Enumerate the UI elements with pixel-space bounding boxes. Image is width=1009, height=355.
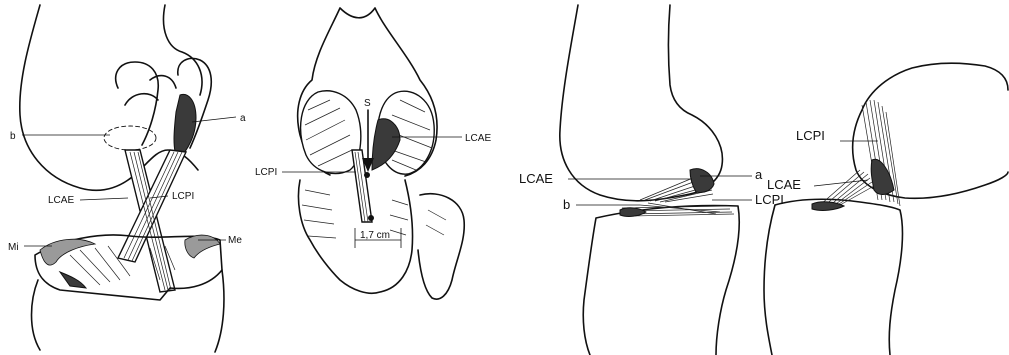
leader-lcae-medial (814, 180, 868, 186)
label-lcae-lateral: LCAE (519, 171, 553, 186)
label-b: b (10, 131, 16, 142)
point-upper (364, 172, 370, 178)
label-a-lateral: a (755, 167, 763, 182)
panel-4-knee-medial: LCPI LCAE (764, 63, 1008, 355)
label-lcpi-medial: LCPI (796, 128, 825, 143)
fibula-posterior (418, 194, 464, 299)
lcae-attachment-lateral (690, 169, 714, 193)
label-lcae-medial: LCAE (767, 177, 801, 192)
femur-condyle-lateral (116, 62, 159, 145)
leader-a (192, 117, 236, 122)
label-s: S (364, 98, 371, 109)
ligament-shading-a (174, 94, 196, 160)
label-lcpi-lateral: LCPI (755, 192, 784, 207)
panel-2-knee-posterior: S LCAE LCPI 1,7 cm (255, 8, 491, 299)
label-lcae-posterior: LCAE (465, 133, 491, 144)
meniscus-lateral (185, 235, 220, 258)
meniscus-medial (40, 239, 95, 265)
label-b-lateral: b (563, 197, 570, 212)
tibia-medial (764, 199, 902, 355)
panel-3-knee-lateral: LCAE a b LCPI (519, 5, 784, 355)
label-mi: Mi (8, 242, 19, 253)
label-lcpi-posterior: LCPI (255, 167, 277, 178)
panel-1-knee-oblique: a b LCAE LCPI Mi Me (8, 5, 246, 352)
label-lcpi: LCPI (172, 191, 194, 202)
label-me: Me (228, 235, 242, 246)
meniscus-shadow (60, 272, 86, 288)
leader-lcae (80, 198, 128, 200)
label-lcae: LCAE (48, 195, 74, 206)
lcae-attachment-medial (812, 202, 844, 211)
femur-notch (125, 76, 176, 105)
lcpi-attachment-medial (871, 159, 894, 194)
label-a: a (240, 113, 246, 124)
tibia-shaft (32, 270, 224, 352)
tibia-lateral (583, 206, 739, 355)
point-lower (368, 215, 374, 221)
condyle-left (301, 91, 361, 174)
label-measure: 1,7 cm (360, 230, 390, 241)
